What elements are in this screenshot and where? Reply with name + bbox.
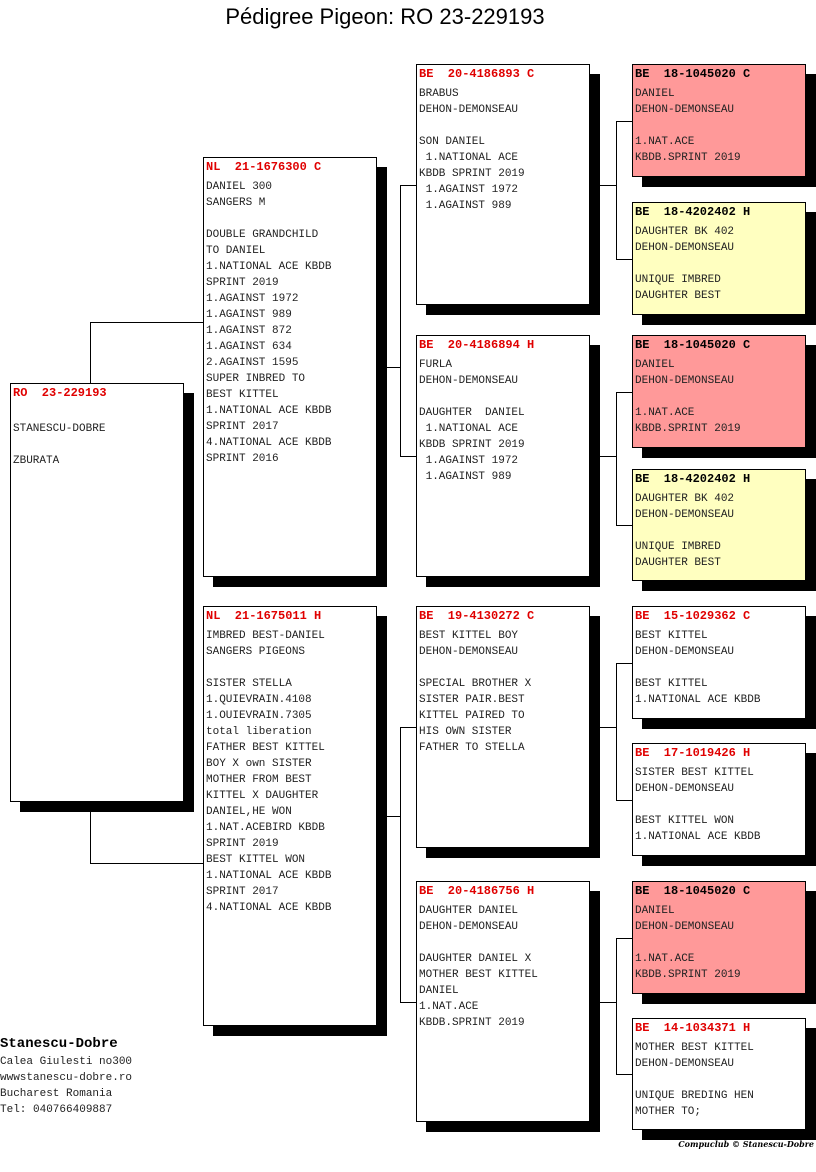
connector-line	[387, 816, 400, 817]
pigeon-notes: DANIEL 300 SANGERS M DOUBLE GRANDCHILD T…	[206, 181, 332, 465]
connector-line	[90, 322, 91, 383]
pigeon-notes: FURLA DEHON-DEMONSEAU DAUGHTER DANIEL 1.…	[419, 359, 525, 483]
pigeon-card-subject[interactable]: RO 23-229193 STANESCU-DOBRE ZBURATA	[10, 383, 184, 802]
ring-number: BE 14-1034371 H	[635, 1021, 751, 1035]
connector-line	[616, 662, 632, 664]
breeder-info: Stanescu-Dobre Calea Giulesti no300 wwws…	[0, 1034, 132, 1118]
connector-line	[400, 1001, 416, 1003]
connector-line	[600, 1001, 616, 1003]
connector-line	[616, 120, 617, 259]
connector-line	[616, 391, 632, 393]
ring-number: BE 18-4202402 H	[635, 205, 751, 219]
pigeon-notes: SISTER BEST KITTEL DEHON-DEMONSEAU BEST …	[635, 767, 761, 843]
pigeon-card[interactable]: BE 18-1045020 C DANIEL DEHON-DEMONSEAU 1.…	[632, 335, 806, 448]
pigeon-notes: IMBRED BEST-DANIEL SANGERS PIGEONS SISTE…	[206, 630, 332, 914]
pigeon-card[interactable]: BE 18-4202402 H DAUGHTER BK 402 DEHON-DEM…	[632, 469, 806, 581]
pigeon-card[interactable]: BE 20-4186756 H DAUGHTER DANIEL DEHON-DEM…	[416, 881, 590, 1122]
pigeon-notes: DANIEL DEHON-DEMONSEAU 1.NAT.ACE KBDB.SP…	[635, 88, 741, 164]
connector-line	[616, 525, 632, 526]
pigeon-card[interactable]: BE 15-1029362 C BEST KITTEL DEHON-DEMONSE…	[632, 606, 806, 719]
connector-line	[400, 727, 416, 728]
connector-line	[616, 1074, 632, 1075]
pigeon-notes: DAUGHTER BK 402 DEHON-DEMONSEAU UNIQUE I…	[635, 226, 735, 302]
ring-number: BE 18-4202402 H	[635, 472, 751, 486]
pigeon-notes: DANIEL DEHON-DEMONSEAU 1.NAT.ACE KBDB.SP…	[635, 359, 741, 435]
ring-number: BE 20-4186894 H	[419, 338, 535, 352]
ring-number: BE 19-4130272 C	[419, 609, 535, 623]
pigeon-card[interactable]: NL 21-1675011 H IMBRED BEST-DANIEL SANGER…	[203, 606, 377, 1026]
pigeon-notes: MOTHER BEST KITTEL DEHON-DEMONSEAU UNIQU…	[635, 1042, 754, 1118]
pigeon-notes: STANESCU-DOBRE ZBURATA	[13, 423, 106, 467]
connector-line	[387, 367, 400, 368]
pigeon-notes: DANIEL DEHON-DEMONSEAU 1.NAT.ACE KBDB.SP…	[635, 905, 741, 981]
connector-line	[400, 184, 416, 186]
pigeon-card[interactable]: BE 20-4186894 H FURLA DEHON-DEMONSEAU DAU…	[416, 335, 590, 577]
connector-line	[616, 662, 617, 800]
connector-line	[616, 391, 617, 525]
ring-number: BE 18-1045020 C	[635, 338, 751, 352]
pigeon-card[interactable]: BE 14-1034371 H MOTHER BEST KITTEL DEHON-…	[632, 1018, 806, 1130]
pigeon-notes: BEST KITTEL DEHON-DEMONSEAU BEST KITTEL …	[635, 630, 761, 706]
connector-line	[90, 863, 203, 864]
pigeon-card[interactable]: BE 20-4186893 C BRABUS DEHON-DEMONSEAU SO…	[416, 64, 590, 305]
connector-line	[616, 937, 617, 1074]
breeder-address: Calea Giulesti no300 wwwstanescu-dobre.r…	[0, 1056, 133, 1116]
connector-line	[90, 322, 203, 323]
ring-number: BE 20-4186893 C	[419, 67, 535, 81]
pigeon-card[interactable]: BE 17-1019426 H SISTER BEST KITTEL DEHON-…	[632, 743, 806, 856]
pigeon-notes: DAUGHTER BK 402 DEHON-DEMONSEAU UNIQUE I…	[635, 493, 735, 569]
pigeon-card[interactable]: BE 18-1045020 C DANIEL DEHON-DEMONSEAU 1.…	[632, 64, 806, 177]
connector-line	[616, 120, 632, 122]
connector-line	[600, 727, 616, 728]
ring-number: BE 17-1019426 H	[635, 746, 751, 760]
breeder-name: Stanescu-Dobre	[0, 1036, 118, 1052]
pigeon-card[interactable]: BE 18-4202402 H DAUGHTER BK 402 DEHON-DEM…	[632, 202, 806, 315]
pigeon-notes: BEST KITTEL BOY DEHON-DEMONSEAU SPECIAL …	[419, 630, 532, 754]
connector-line	[400, 456, 416, 457]
pigeon-card[interactable]: BE 19-4130272 C BEST KITTEL BOY DEHON-DEM…	[416, 606, 590, 848]
credit-text: Compuclub © Stanescu-Dobre	[678, 1139, 814, 1149]
pigeon-notes: BRABUS DEHON-DEMONSEAU SON DANIEL 1.NATI…	[419, 88, 525, 212]
ring-number: NL 21-1676300 C	[206, 160, 322, 174]
connector-line	[616, 937, 632, 939]
ring-number: NL 21-1675011 H	[206, 609, 322, 623]
pigeon-card[interactable]: NL 21-1676300 C DANIEL 300 SANGERS M DOUB…	[203, 157, 377, 577]
ring-number: BE 20-4186756 H	[419, 884, 535, 898]
connector-line	[90, 802, 91, 863]
connector-line	[600, 456, 616, 457]
ring-number: RO 23-229193	[13, 386, 107, 400]
ring-number: BE 18-1045020 C	[635, 67, 751, 81]
connector-line	[616, 258, 632, 260]
pigeon-card[interactable]: BE 18-1045020 C DANIEL DEHON-DEMONSEAU 1.…	[632, 881, 806, 994]
page-title: Pédigree Pigeon: RO 23-229193	[225, 4, 545, 29]
ring-number: BE 15-1029362 C	[635, 609, 751, 623]
ring-number: BE 18-1045020 C	[635, 884, 751, 898]
connector-line	[600, 184, 616, 186]
pigeon-notes: DAUGHTER DANIEL DEHON-DEMONSEAU DAUGHTER…	[419, 905, 538, 1029]
connector-line	[400, 184, 401, 456]
connector-line	[616, 799, 632, 801]
connector-line	[400, 727, 401, 1002]
